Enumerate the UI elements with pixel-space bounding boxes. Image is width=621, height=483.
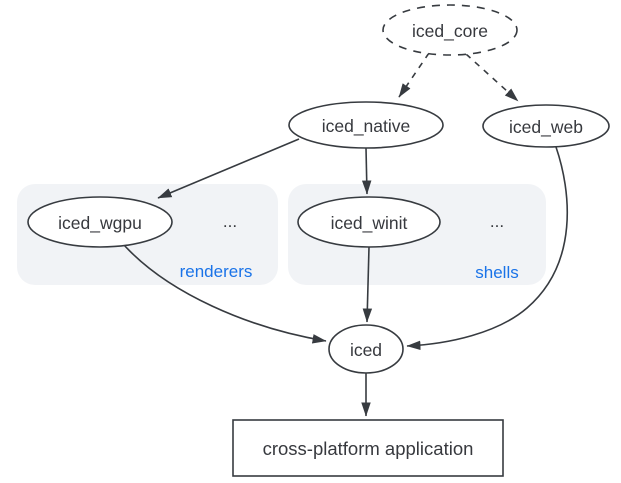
node-application-shape xyxy=(232,419,504,477)
node-application: cross-platform application xyxy=(232,419,504,477)
cluster-renderers-ellipsis: ... xyxy=(223,212,237,231)
node-iced_core-label: iced_core xyxy=(412,21,488,42)
node-iced_native-label: iced_native xyxy=(322,116,411,137)
node-iced-shape xyxy=(328,324,404,374)
edge-iced_wgpu-iced xyxy=(123,244,327,344)
node-iced_winit: iced_winit xyxy=(297,196,441,248)
node-iced_web-label: iced_web xyxy=(509,117,583,138)
node-iced_core: iced_core xyxy=(382,4,518,56)
cluster-shells-label: shells xyxy=(475,263,518,282)
node-iced_web: iced_web xyxy=(482,104,610,148)
edge-iced_winit-iced xyxy=(362,246,373,323)
node-application-label: cross-platform application xyxy=(263,438,474,459)
edge-iced_native-iced_winit xyxy=(361,147,372,195)
node-iced_native: iced_native xyxy=(288,101,444,149)
cluster-shells-ellipsis: ... xyxy=(490,212,504,231)
node-iced_wgpu: iced_wgpu xyxy=(27,196,173,248)
edge-iced_core-iced_native xyxy=(398,52,430,98)
node-iced_native-shape xyxy=(288,101,444,149)
node-iced_core-shape xyxy=(382,4,518,56)
node-iced-label: iced xyxy=(350,340,382,360)
edge-iced_web-iced xyxy=(406,146,569,351)
node-iced_wgpu-shape xyxy=(27,196,173,248)
edge-iced_native-iced_wgpu xyxy=(157,138,300,199)
cluster-renderers-label: renderers xyxy=(180,262,253,281)
node-iced_web-shape xyxy=(482,104,610,148)
edge-iced_core-iced_web xyxy=(465,53,519,102)
node-iced_winit-shape xyxy=(297,196,441,248)
node-iced_wgpu-label: iced_wgpu xyxy=(58,213,142,234)
node-iced_winit-label: iced_winit xyxy=(331,213,408,234)
node-iced: iced xyxy=(328,324,404,374)
